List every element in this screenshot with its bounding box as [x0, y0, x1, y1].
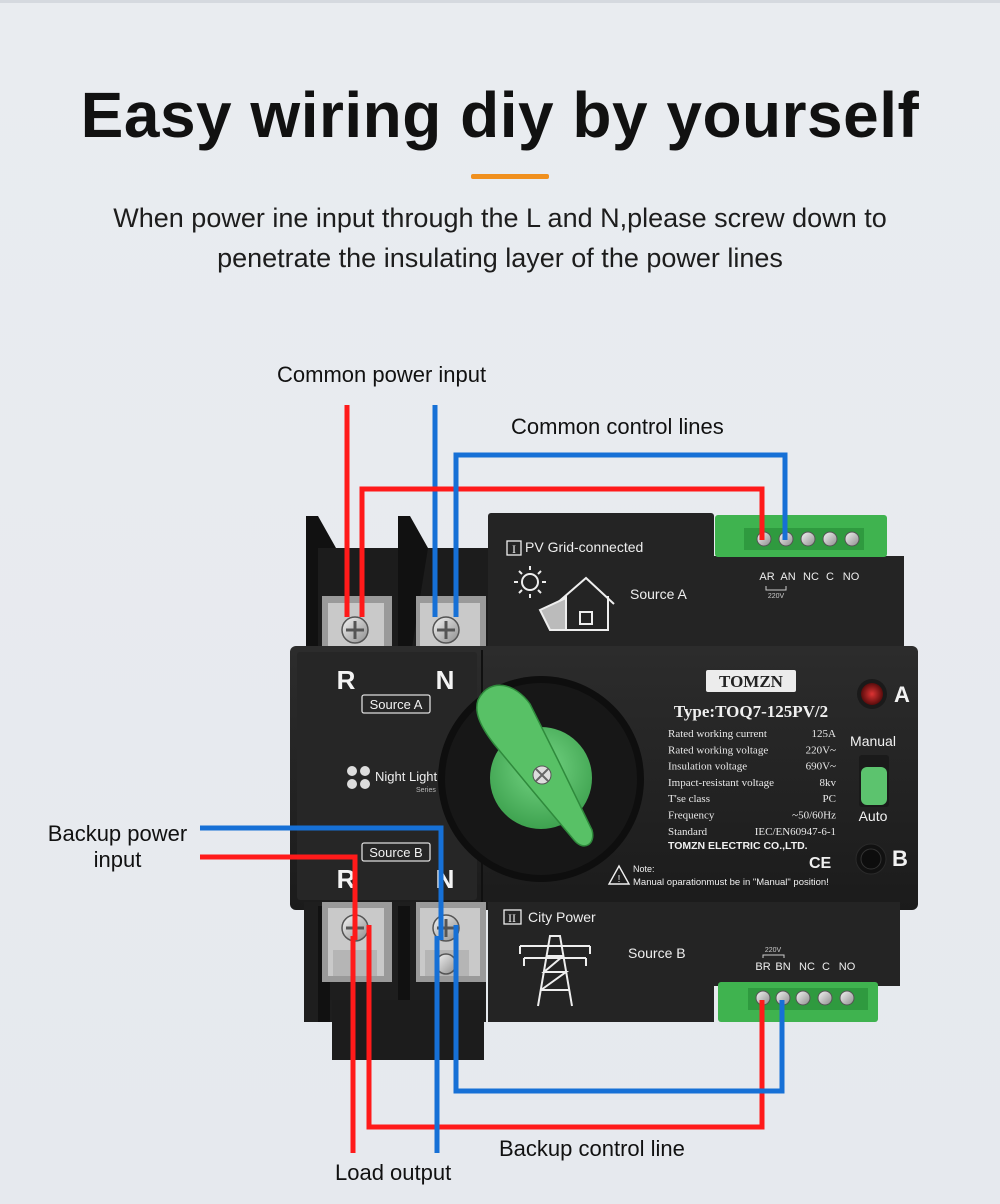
night-light-logo-icon — [347, 766, 370, 789]
wire-common-control-n — [453, 452, 788, 617]
screw-top-r[interactable] — [341, 616, 369, 644]
brand-name: TOMZN — [719, 672, 784, 691]
spec-table: Rated working current 125A Rated working v… — [668, 728, 837, 838]
rotary-switch[interactable] — [438, 676, 644, 882]
label-backup-control-line: Backup control line — [499, 1136, 685, 1161]
terminal-r-top-label: R — [337, 665, 356, 695]
spec-label: T'se class — [668, 793, 710, 805]
section-a-title: PV Grid-connected — [525, 539, 643, 555]
spec-label: Rated working voltage — [668, 744, 768, 756]
label-common-power-input: Common power input — [277, 362, 487, 387]
model-type: Type:TOQ7-125PV/2 — [674, 702, 828, 721]
manual-auto-toggle[interactable] — [859, 755, 889, 807]
terminal-label: AN — [780, 571, 795, 583]
spec-label: Standard — [668, 826, 708, 838]
source-a-tag: Source A — [370, 697, 423, 712]
svg-text:!: ! — [618, 874, 621, 885]
spec-label: Impact-resistant voltage — [668, 777, 774, 789]
spec-value: ~50/60Hz — [792, 810, 836, 822]
spec-value: 125A — [812, 728, 837, 740]
lower-module — [488, 902, 900, 1022]
terminal-n-top-label: N — [436, 665, 455, 695]
terminal-label: NO — [839, 961, 856, 973]
terminal-label: BR — [755, 961, 770, 973]
terminal-label: C — [822, 961, 830, 973]
spec-value: 690V~ — [806, 761, 836, 773]
wire-backup-control-n — [453, 925, 785, 1094]
warning-icon — [607, 864, 631, 885]
manual-label: Manual — [850, 733, 896, 749]
terminal-label: BN — [775, 961, 790, 973]
top-control-terminal[interactable] — [715, 515, 887, 557]
source-b-tag: Source B — [369, 845, 422, 860]
terminal-n-bottom-label: N — [436, 864, 455, 894]
source-b-label: Source B — [628, 945, 686, 961]
note-title: Note: — [633, 864, 655, 874]
terminal-label: NC — [799, 961, 815, 973]
night-light-label: Night Light — [375, 769, 438, 784]
ce-mark: CE — [809, 855, 832, 872]
brand-plate — [706, 670, 796, 692]
bottom-control-terminal[interactable] — [718, 982, 878, 1022]
label-load-output: Load output — [335, 1160, 452, 1185]
company-name: TOMZN ELECTRIC CO.,LTD. — [668, 840, 808, 852]
section-a-numeral-box — [506, 540, 522, 556]
indicator-b-label: B — [892, 846, 908, 871]
wire-common-control-r — [359, 486, 765, 617]
section-b-numeral: II — [508, 911, 516, 925]
note-text: Manual oparationmust be in "Manual" posi… — [633, 877, 829, 888]
section-b-title: City Power — [528, 909, 596, 925]
terminal-label: AR — [759, 571, 774, 583]
top-strip — [0, 0, 1000, 3]
spec-value: IEC/EN60947-6-1 — [755, 826, 836, 838]
section-b-numeral-box — [503, 909, 522, 925]
label-common-control-lines: Common control lines — [511, 414, 724, 439]
spec-label: Insulation voltage — [668, 761, 747, 773]
label-backup-power-input: Backup power input — [47, 821, 188, 872]
lower-terminal-block — [304, 902, 486, 1060]
wire-backup-input-n — [200, 825, 444, 940]
screw-top-n[interactable] — [432, 616, 460, 644]
spec-value: 8kv — [820, 777, 837, 789]
bottom-voltage-bracket — [762, 954, 785, 958]
source-a-tag-box — [361, 694, 431, 714]
spec-value: PC — [823, 793, 836, 805]
upper-terminal-block — [306, 516, 488, 660]
terminal-label: NO — [843, 571, 860, 583]
section-a-numeral: I — [512, 542, 516, 556]
source-b-tag-box — [361, 842, 431, 862]
top-terminal-labels: AR AN NC C NO — [759, 571, 859, 583]
source-a-label: Source A — [630, 586, 687, 602]
series-label: Series — [416, 787, 436, 794]
led-indicator-b — [855, 843, 887, 875]
led-indicator-a — [857, 679, 887, 709]
solar-house-icon — [514, 566, 615, 631]
top-voltage-tag: 220V — [768, 593, 785, 600]
terminal-r-bottom-label: R — [337, 864, 356, 894]
spec-label: Rated working current — [668, 728, 767, 740]
bottom-terminal-labels: BR BN NC C NO — [755, 961, 855, 973]
spec-label: Frequency — [668, 810, 715, 822]
terminal-label: NC — [803, 571, 819, 583]
bottom-voltage-tag: 220V — [765, 947, 782, 954]
top-voltage-bracket — [765, 586, 787, 591]
power-tower-icon — [519, 935, 591, 1007]
indicator-a-label: A — [894, 682, 910, 707]
page-title: Easy wiring diy by yourself — [80, 79, 920, 151]
title-accent-bar — [471, 174, 549, 179]
subtitle-line-1: When power ine input through the L and N… — [113, 203, 887, 233]
spec-value: 220V~ — [806, 744, 836, 756]
wire-backup-input-r — [200, 854, 358, 940]
wire-backup-control-r — [366, 925, 765, 1130]
terminal-label: C — [826, 571, 834, 583]
auto-label: Auto — [859, 808, 888, 824]
page-subtitle: When power ine input through the L and N… — [60, 198, 940, 278]
subtitle-line-2: penetrate the insulating layer of the po… — [217, 243, 783, 273]
